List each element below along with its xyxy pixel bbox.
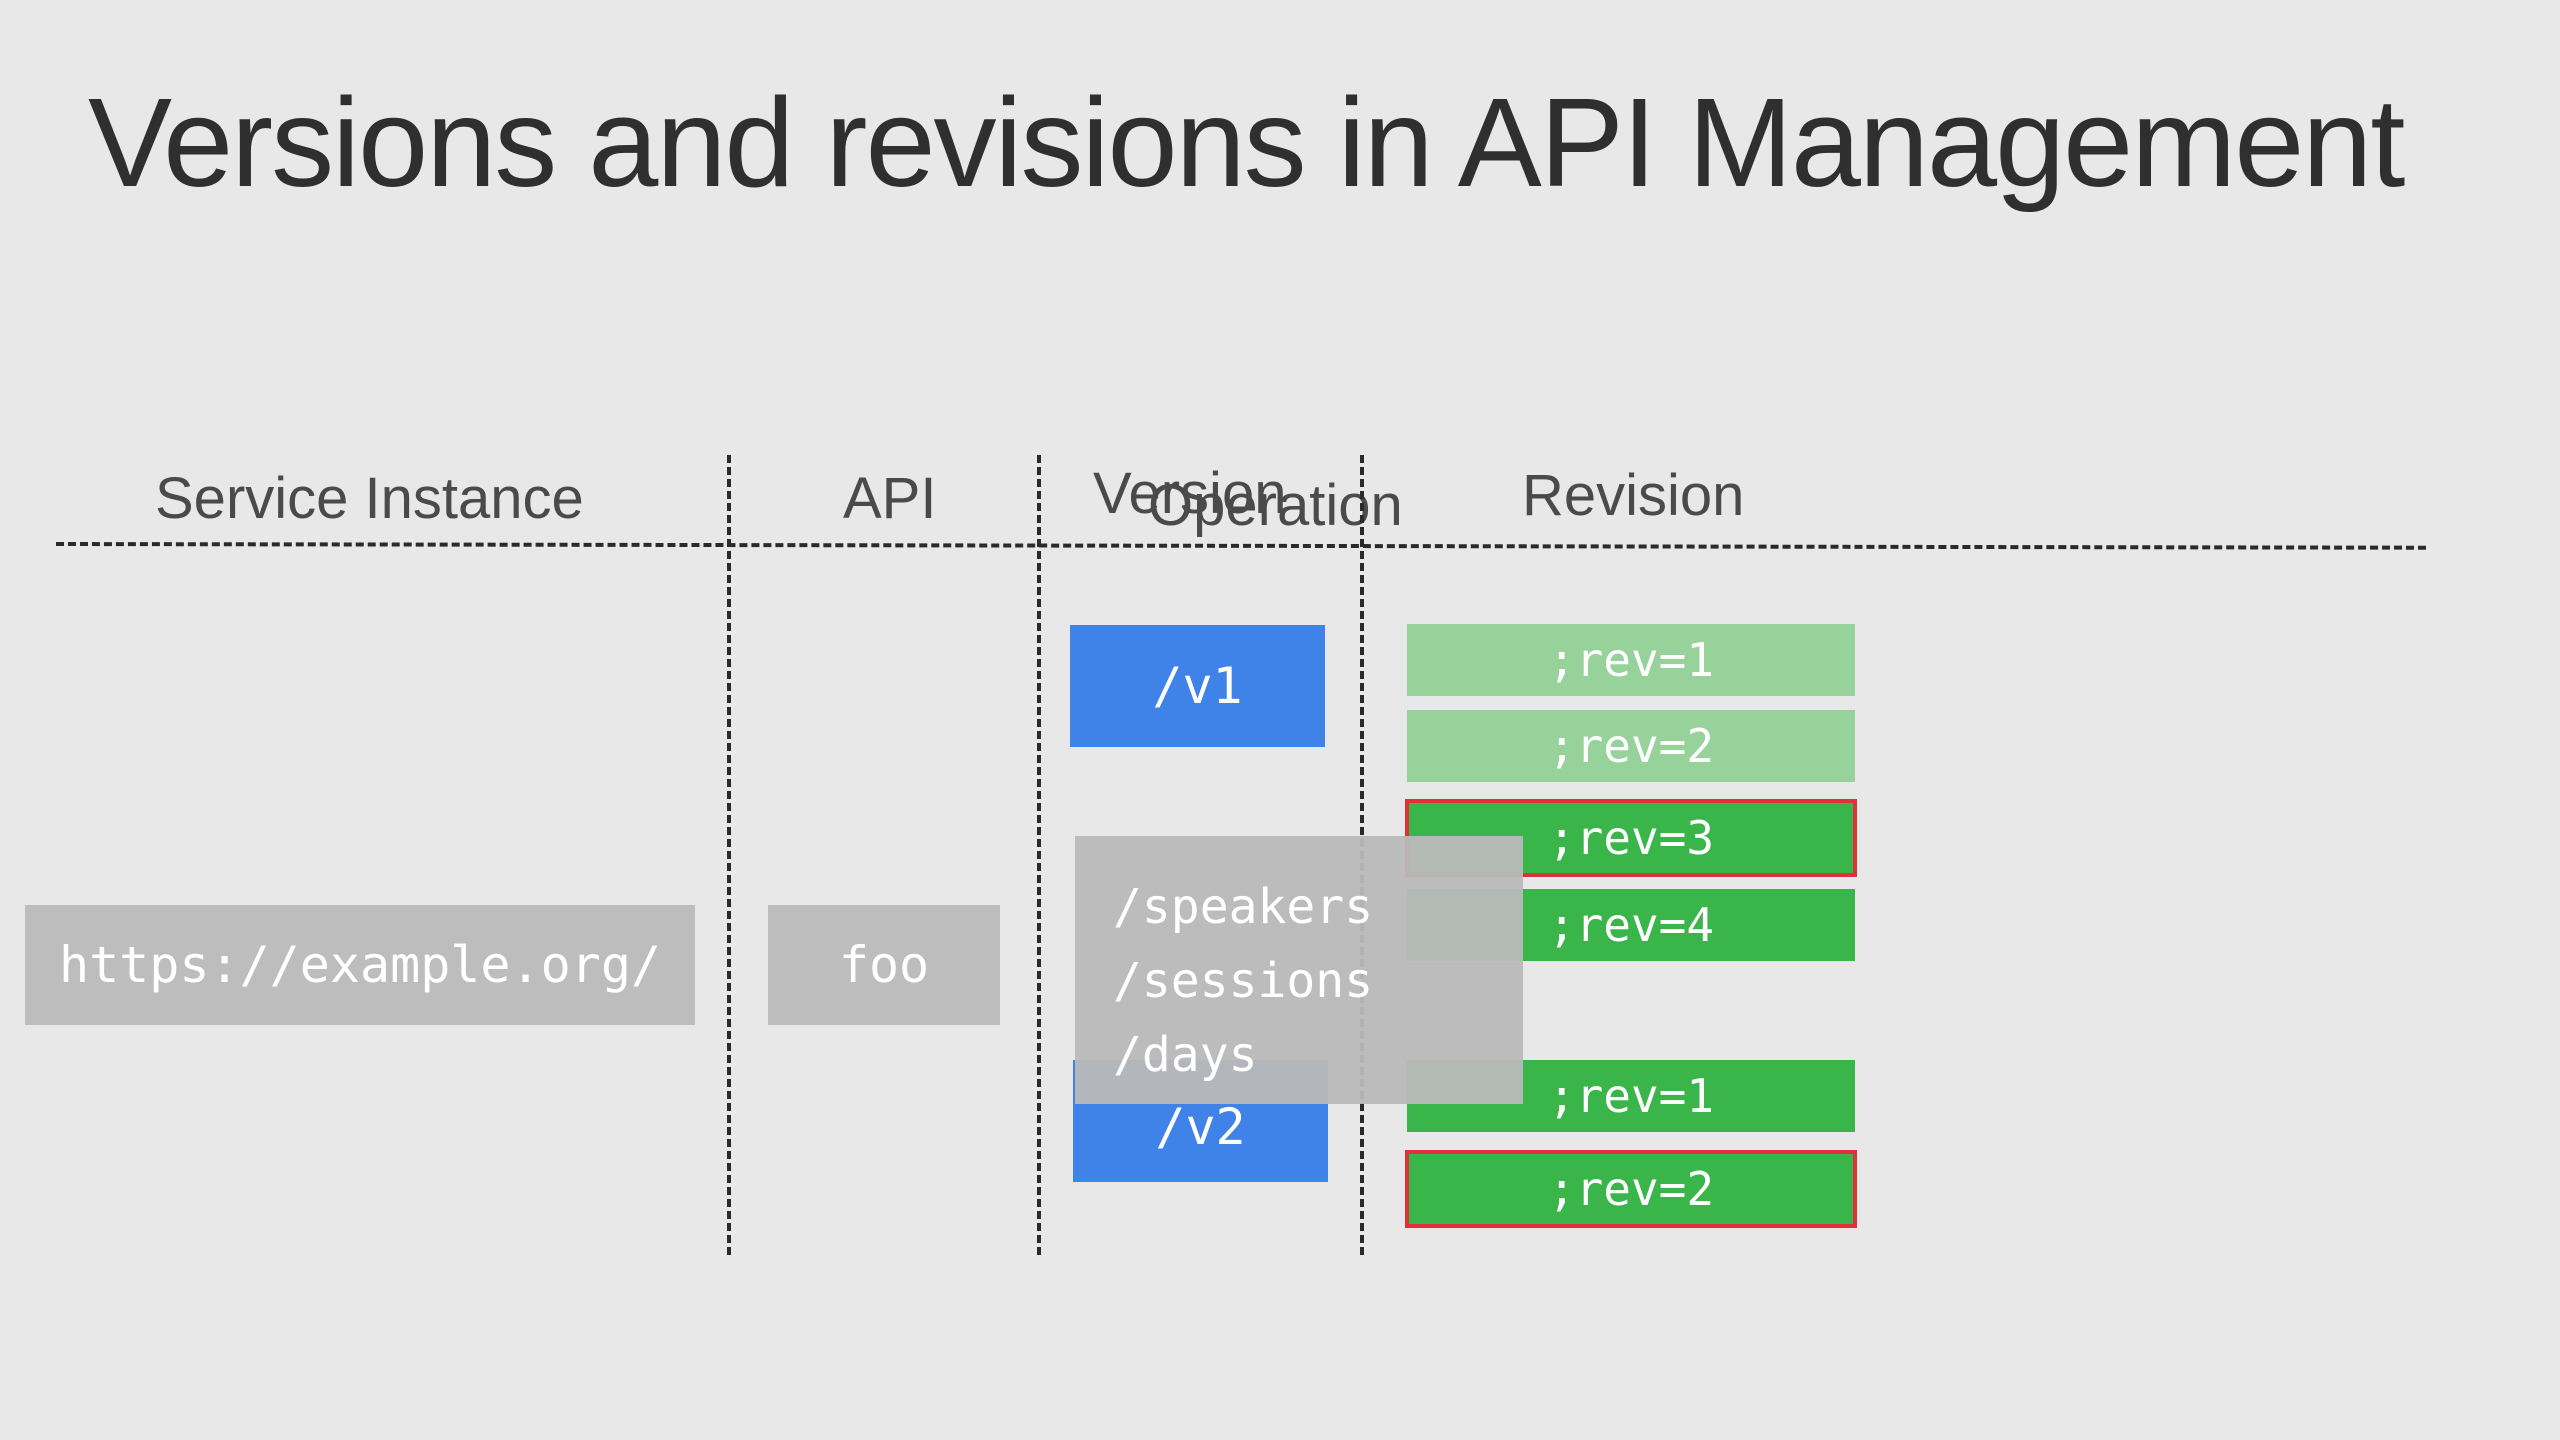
operation-item: /sessions [1113, 953, 1374, 1009]
slide-title: Versions and revisions in API Management [88, 72, 2405, 213]
header-version: Version [1093, 461, 1287, 526]
header-operation: Operation [1148, 473, 1403, 538]
revision-v1-rev2: ;rev=2 [1407, 710, 1855, 782]
version-v1-box: /v1 [1070, 625, 1325, 747]
revision-v2-rev2: ;rev=2 [1405, 1150, 1857, 1228]
operation-item: /days [1113, 1027, 1258, 1083]
revision-v1-rev1: ;rev=1 [1407, 624, 1855, 696]
column-divider-1 [727, 455, 731, 1255]
header-api: API [843, 466, 937, 531]
version-v2-label: /v2 [1155, 1098, 1246, 1156]
header-revision: Revision [1522, 463, 1745, 528]
header-service-instance: Service Instance [155, 466, 584, 531]
api-box: foo [768, 905, 1000, 1025]
operation-item: /speakers [1113, 879, 1374, 935]
header-divider [55, 542, 2427, 550]
column-divider-2 [1037, 455, 1041, 1255]
operations-box: /speakers /sessions /days [1075, 836, 1523, 1104]
service-instance-box: https://example.org/ [25, 905, 695, 1025]
